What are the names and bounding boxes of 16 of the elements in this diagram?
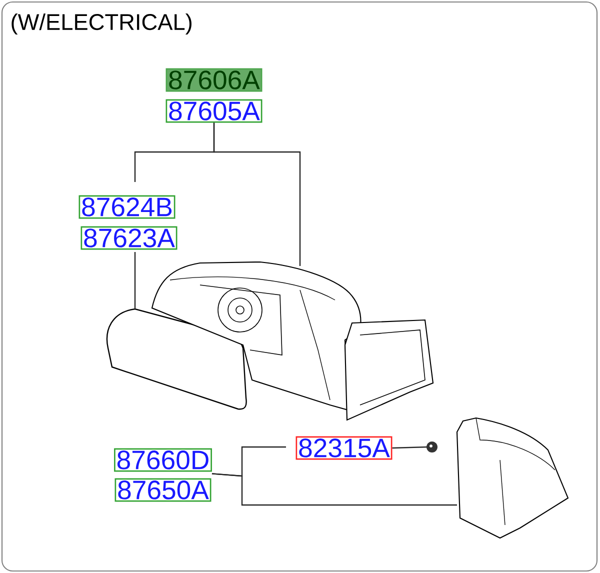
part-number: 87650A [114, 478, 212, 502]
heading: (W/ELECTRICAL) [12, 13, 192, 35]
part-number: 87660D [114, 448, 212, 472]
part-number: 87605A [166, 99, 262, 123]
screw-drawing [426, 442, 438, 452]
part-number: 87624B [78, 195, 176, 219]
part-number: 87606A [166, 68, 262, 92]
leader-line [134, 252, 136, 309]
part-number: 82315A [296, 436, 392, 460]
mirror-housing-drawing [151, 261, 434, 421]
leader-line [213, 122, 301, 266]
part-number: 87623A [80, 226, 178, 250]
leader-line [392, 446, 428, 449]
leader-line [212, 473, 457, 506]
mirror-glass-drawing [106, 308, 247, 410]
mirror-cover-drawing [456, 417, 569, 539]
